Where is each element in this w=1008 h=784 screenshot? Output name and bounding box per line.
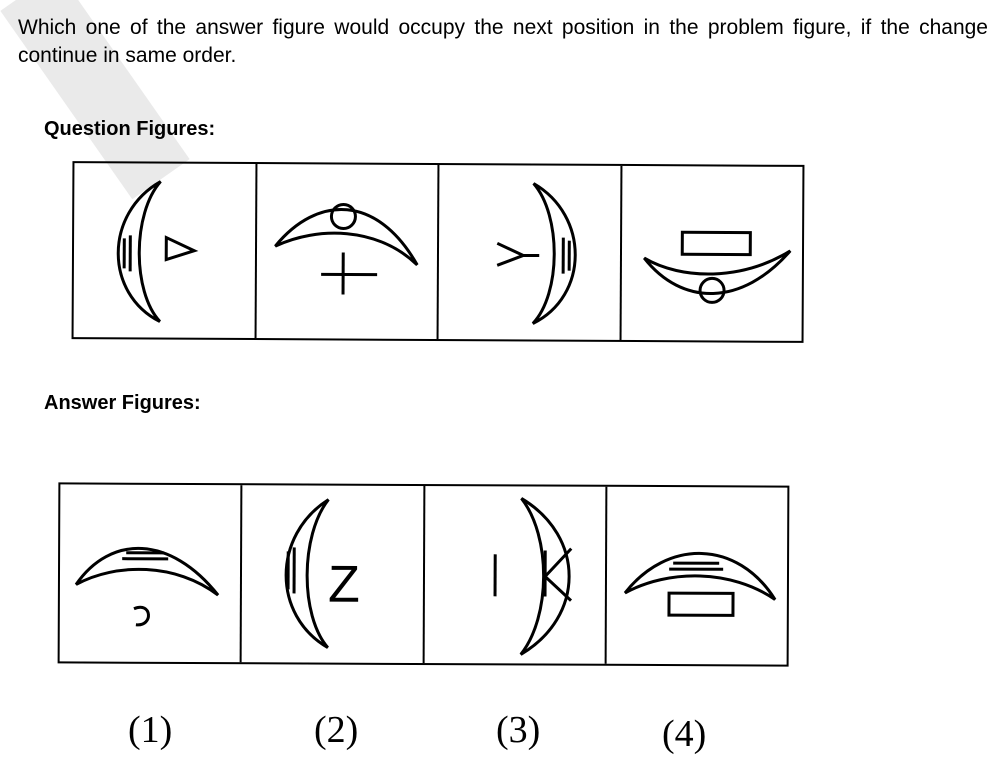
answer-figure-4[interactable] xyxy=(606,487,787,665)
question-figure-3-drawing xyxy=(496,182,577,325)
question-figure-2 xyxy=(256,164,440,340)
answer-figures-strip: Z xyxy=(57,482,790,667)
circle-shape xyxy=(329,203,357,231)
crescent-shape xyxy=(285,498,330,649)
circle-shape xyxy=(698,276,726,304)
option-label-4[interactable]: (4) xyxy=(662,713,707,755)
question-figure-2-drawing xyxy=(273,203,418,295)
option-label-3[interactable]: (3) xyxy=(496,709,541,751)
answer-figure-4-drawing xyxy=(623,551,777,617)
question-text: Which one of the answer figure would occ… xyxy=(18,16,988,67)
triangle-shape xyxy=(164,235,199,262)
rectangle-shape xyxy=(680,230,752,257)
option-label-1[interactable]: (1) xyxy=(128,709,173,751)
y-shape xyxy=(496,241,540,267)
answer-figures-heading: Answer Figures: xyxy=(44,392,201,414)
answer-figure-1-drawing xyxy=(74,546,220,627)
answer-figure-2-drawing: Z xyxy=(285,498,360,649)
crescent-shape xyxy=(642,249,791,295)
question-figure-4 xyxy=(621,166,802,341)
letter-z: Z xyxy=(328,556,360,614)
question-figure-3 xyxy=(438,165,622,340)
crescent-shape xyxy=(623,551,777,601)
reversed-c-shape xyxy=(133,605,150,627)
k-lines xyxy=(543,547,572,602)
question-figure-1 xyxy=(73,163,257,339)
option-label-2[interactable]: (2) xyxy=(314,709,359,751)
crescent-shape xyxy=(531,182,577,325)
crescent-shape xyxy=(74,546,220,597)
crescent-shape xyxy=(519,497,571,656)
answer-figure-1[interactable] xyxy=(59,484,243,663)
answer-figure-2[interactable]: Z xyxy=(241,485,425,664)
question-figure-1-drawing xyxy=(116,180,199,323)
rectangle-shape xyxy=(667,591,735,617)
crescent-shape xyxy=(273,208,418,266)
question-figures-strip xyxy=(71,161,805,343)
answer-figure-3-drawing xyxy=(493,497,572,656)
question-figures-heading: Question Figures: xyxy=(44,118,216,140)
answer-figure-3[interactable] xyxy=(424,486,608,664)
crescent-shape xyxy=(116,180,162,323)
answer-option-labels: (1) (2) (3) (4) xyxy=(0,708,1008,758)
question-figure-4-drawing xyxy=(642,230,791,304)
